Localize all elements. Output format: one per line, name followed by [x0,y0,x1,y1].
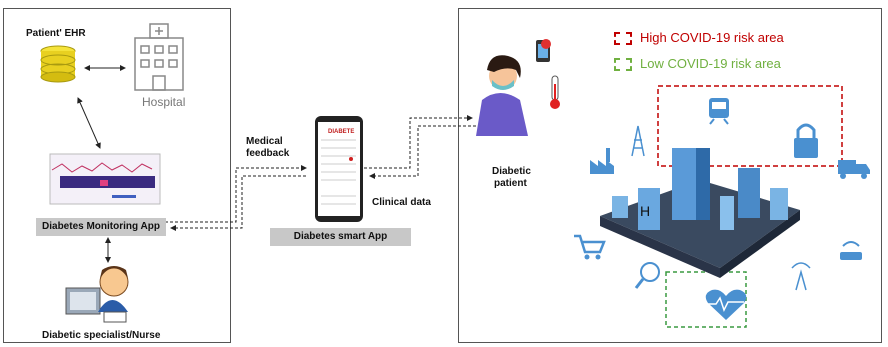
right-panel [458,8,882,343]
monitoring-app-label: Diabetes Monitoring App [36,218,166,236]
heart-icon [705,289,747,320]
city-icon: H [600,148,800,278]
tower-icon [631,125,645,157]
monitor-screen-icon [49,153,161,205]
legend-high-risk: High COVID-19 risk area [614,30,784,46]
truck-icon [838,160,870,179]
medical-feedback-line1: Medical [246,136,283,147]
train-icon [709,98,729,125]
hospital-icon [134,23,184,91]
lock-icon [794,123,818,158]
specialist-label: Diabetic specialist/Nurse [42,330,161,341]
factory-icon [590,148,614,174]
hospital-label: Hospital [142,95,186,109]
map-phone-icon [536,39,551,62]
legend-low-risk: Low COVID-19 risk area [614,56,781,72]
smart-app-label: Diabetes smart App [270,228,411,246]
legend-low-swatch [614,58,632,72]
patient-ehr-label: Patient' EHR [26,28,86,39]
smartphone-icon [315,116,363,222]
svg-text:H: H [640,203,650,219]
phone-brand: DIABETE [328,129,354,135]
legend-high-swatch [614,32,632,46]
diabetic-label-line2: patient [494,178,527,189]
diabetic-label-line1: Diabetic [492,166,531,177]
database-icon [40,45,76,83]
legend-low-text: Low COVID-19 risk area [640,56,781,71]
thermometer-icon [550,75,560,109]
wifi-router-icon [840,241,862,260]
cart-icon [574,234,606,260]
doctor-icon [65,266,129,323]
medical-feedback-line2: feedback [246,148,290,159]
legend-high-text: High COVID-19 risk area [640,30,784,45]
search-chart-icon [634,262,660,289]
patient-icon [476,55,528,136]
clinical-data-label: Clinical data [372,197,431,208]
antenna-icon [791,262,811,291]
